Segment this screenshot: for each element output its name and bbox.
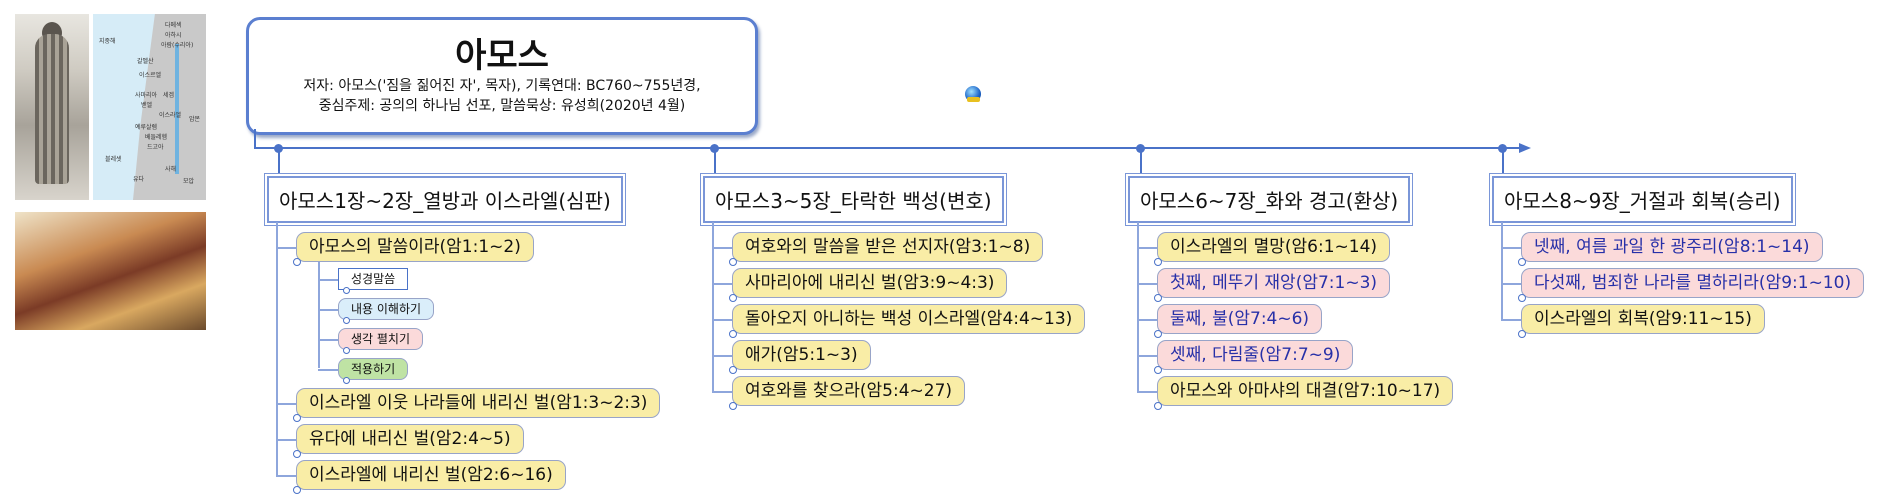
subtopic-item[interactable]: 아모스의 말씀이라(암1:1~2) [276, 232, 534, 266]
globe-icon[interactable] [965, 86, 981, 102]
subtopic-item[interactable]: 이스라엘의 회복(암9:11~15) [1501, 304, 1765, 338]
subtopic-item[interactable]: 다섯째, 범죄한 나라를 멸하리라(암9:1~10) [1500, 268, 1865, 302]
chapter-column: 아모스1장~2장_열방과 이스라엘(심판)아모스의 말씀이라(암1:1~2)성경… [264, 173, 661, 496]
map-label: 사마리아 [135, 92, 158, 99]
central-topic[interactable]: 아모스 저자: 아모스('짐을 짊어진 자', 목자), 기록연대: BC760… [246, 17, 981, 135]
subtopic-item[interactable]: 첫째, 메뚜기 재앙(암7:1~3) [1136, 268, 1391, 302]
main-timeline-line [254, 147, 1520, 149]
subtopic-item[interactable]: 돌아오지 아니하는 백성 이스라엘(암4:4~13) [711, 304, 1086, 338]
study-step-item[interactable]: 생각 펼치기 [317, 328, 424, 354]
subtopic-item[interactable]: 이스라엘의 멸망(암6:1~14) [1136, 232, 1391, 266]
subtopic-list: 여호와의 말씀을 받은 선지자(암3:1~8)사마리아에 내리신 벌(암3:9~… [711, 222, 1086, 410]
page-title: 아모스 [455, 36, 549, 76]
map-label: 세겜 [163, 92, 175, 99]
subtopic-item[interactable]: 이스라엘에 내리신 벌(암2:6~16) [276, 460, 566, 494]
map-label: 드고아 [147, 144, 164, 151]
subtopic-item[interactable]: 넷째, 여름 과일 한 광주리(암8:1~14) [1501, 232, 1823, 266]
subtopic-item[interactable]: 아모스와 아마샤의 대결(암7:10~17) [1136, 376, 1454, 410]
map-label: 아람(수리아) [161, 42, 194, 49]
map-label: 예루살렘 [135, 124, 158, 131]
arrow-head-icon [1519, 143, 1531, 153]
subtopic-item[interactable]: 유다에 내리신 벌(암2:4~5) [276, 424, 524, 458]
prophet-figure [35, 34, 69, 184]
study-step-item[interactable]: 적용하기 [317, 358, 409, 384]
map-label: 아하시 [165, 32, 182, 39]
branch-connector [278, 149, 280, 173]
subtopic-item[interactable]: 둘째, 불(암7:4~6) [1136, 304, 1323, 338]
map-label: 암몬 [189, 116, 201, 123]
subtopic-item[interactable]: 여호와의 말씀을 받은 선지자(암3:1~8) [711, 232, 1044, 266]
crowd-illustration-image [15, 212, 206, 330]
subtopic-item[interactable]: 이스라엘 이웃 나라들에 내리신 벌(암1:3~2:3) [275, 388, 661, 422]
map-label: 유다 [133, 176, 145, 183]
node-dot [1498, 144, 1507, 153]
branch-connector [714, 149, 716, 173]
map-label: 베들레헴 [145, 134, 168, 141]
chapter-topic[interactable]: 아모스3~5장_타락한 백성(변호) [700, 173, 1007, 226]
chapter-column: 아모스3~5장_타락한 백성(변호)여호와의 말씀을 받은 선지자(암3:1~8… [700, 173, 1086, 412]
study-step-item[interactable]: 내용 이해하기 [317, 298, 435, 324]
title-subtitle-line1: 저자: 아모스('짐을 짊어진 자', 목자), 기록연대: BC760~755… [303, 78, 701, 94]
study-step-item[interactable]: 성경말씀 [317, 268, 409, 294]
subtopic-item[interactable]: 애가(암5:1~3) [712, 340, 871, 374]
subtopic-list: 넷째, 여름 과일 한 광주리(암8:1~14)다섯째, 범죄한 나라를 멸하리… [1500, 222, 1865, 338]
map-label: 이스라엘 [159, 112, 182, 119]
chapter-topic[interactable]: 아모스6~7장_화와 경고(환상) [1124, 173, 1414, 226]
map-label: 다메섹 [165, 22, 182, 29]
subtopic-item[interactable]: 여호와를 찾으라(암5:4~27) [711, 376, 966, 410]
node-dot [274, 144, 283, 153]
map-label: 벧엘 [141, 102, 153, 109]
subtopic-item[interactable]: 사마리아에 내리신 벌(암3:9~4:3) [711, 268, 1008, 302]
israel-map-image: 지중해 다메섹 아하시 아람(수리아) 갈멜산 이스르엘 사마리아 세겜 벧엘 … [93, 14, 206, 200]
chapter-topic[interactable]: 아모스8~9장_거절과 회복(승리) [1489, 173, 1796, 226]
branch-connector [1502, 149, 1504, 173]
map-label: 갈멜산 [137, 58, 154, 65]
map-label: 이스르엘 [139, 72, 162, 79]
map-label: 모압 [183, 178, 195, 185]
subtopic-item[interactable]: 셋째, 다림줄(암7:7~9) [1136, 340, 1354, 374]
subtopic-list: 이스라엘의 멸망(암6:1~14)첫째, 메뚜기 재앙(암7:1~3)둘째, 불… [1136, 222, 1454, 410]
map-label: 사해 [165, 166, 177, 173]
chapter-topic[interactable]: 아모스1장~2장_열방과 이스라엘(심판) [264, 173, 626, 226]
node-dot [710, 144, 719, 153]
chapter-column: 아모스8~9장_거절과 회복(승리)넷째, 여름 과일 한 광주리(암8:1~1… [1489, 173, 1865, 340]
node-dot [1136, 144, 1145, 153]
map-label: 블레셋 [105, 156, 122, 163]
map-river [175, 44, 179, 174]
connector-line [254, 129, 256, 148]
chapter-column: 아모스6~7장_화와 경고(환상)이스라엘의 멸망(암6:1~14)첫째, 메뚜… [1124, 173, 1454, 412]
branch-connector [1140, 149, 1142, 173]
map-label: 지중해 [99, 38, 116, 45]
title-subtitle-line2: 중심주제: 공의의 하나님 선포, 말씀묵상: 유성희(2020년 4월) [318, 98, 686, 114]
prophet-image [15, 14, 89, 200]
